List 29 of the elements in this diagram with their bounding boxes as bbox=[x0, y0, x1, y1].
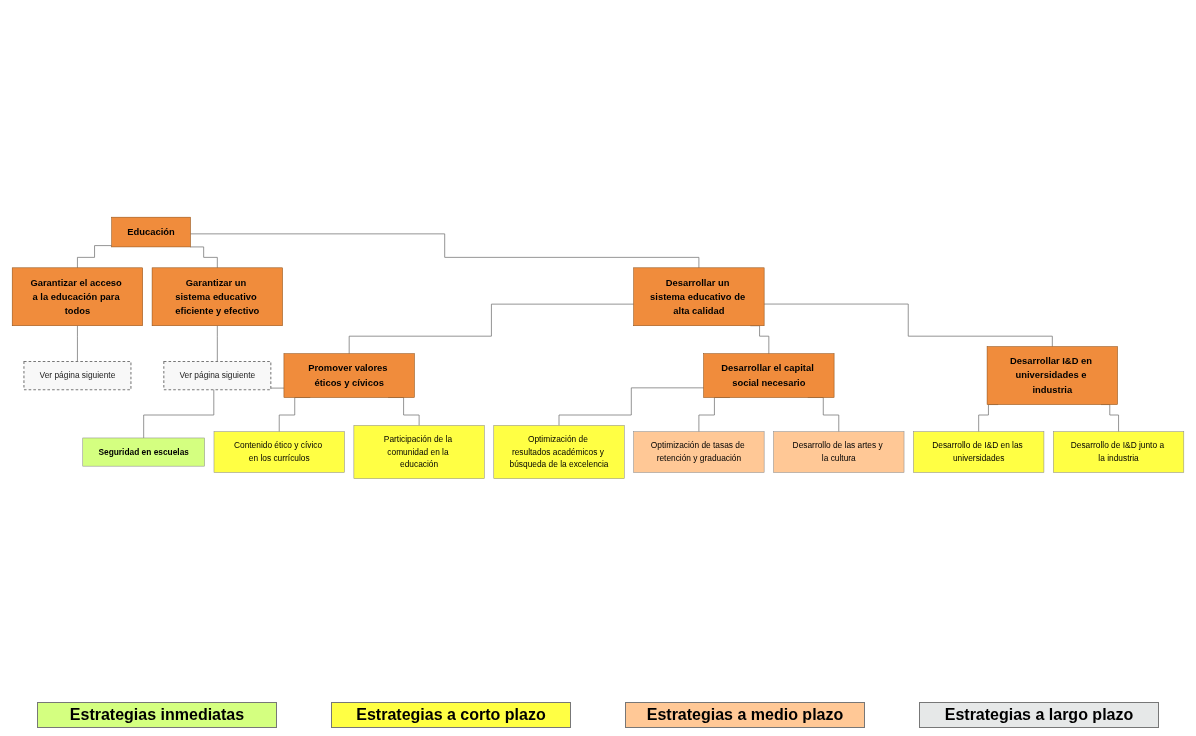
node-box: Desarrollo de las artes y la cultura bbox=[773, 431, 905, 473]
legend-swatch: Estrategias a medio plazo bbox=[625, 702, 865, 728]
connector bbox=[77, 245, 113, 269]
node-box: Participación de la comunidad en la educación bbox=[353, 425, 485, 479]
legend-swatch: Estrategias inmediatas bbox=[37, 702, 277, 728]
connector bbox=[348, 303, 635, 355]
node-box: Desarrollar un sistema educativo de alta calidad bbox=[633, 267, 765, 327]
node-box: Ver página siguiente bbox=[163, 361, 272, 391]
node-box: Desarrollar el capital social necesario bbox=[703, 353, 835, 398]
node-box: Educación bbox=[111, 217, 191, 248]
node-box: Seguridad en escuelas bbox=[82, 437, 205, 467]
legend-swatch: Estrategias a corto plazo bbox=[331, 702, 571, 728]
node-box: Desarrollar I&D en universidades e industria bbox=[986, 346, 1118, 405]
node-box: Desarrollo de I&D en las universidades bbox=[913, 431, 1045, 473]
connector bbox=[216, 325, 218, 362]
node-box: Optimización de resultados académicos y búsqueda de la excelencia bbox=[493, 425, 625, 479]
node-box: Garantizar el acceso a la educación para todos bbox=[11, 267, 143, 327]
connector bbox=[189, 246, 218, 269]
connector bbox=[190, 233, 700, 269]
connector bbox=[558, 387, 704, 426]
node-box: Garantizar un sistema educativo eficiente y efectivo bbox=[151, 267, 283, 327]
connector bbox=[763, 303, 1053, 348]
connector bbox=[77, 325, 78, 362]
node-box: Contenido ético y cívico en los currículos bbox=[213, 431, 345, 473]
node-box: Optimización de tasas de retención y graduación bbox=[633, 431, 765, 473]
legend-swatch: Estrategias a largo plazo bbox=[919, 702, 1159, 728]
node-box: Desarrollo de I&D junto a la industria bbox=[1053, 431, 1185, 473]
node-box: Ver página siguiente bbox=[23, 361, 132, 391]
node-box: Promover valores éticos y cívicos bbox=[283, 353, 415, 398]
